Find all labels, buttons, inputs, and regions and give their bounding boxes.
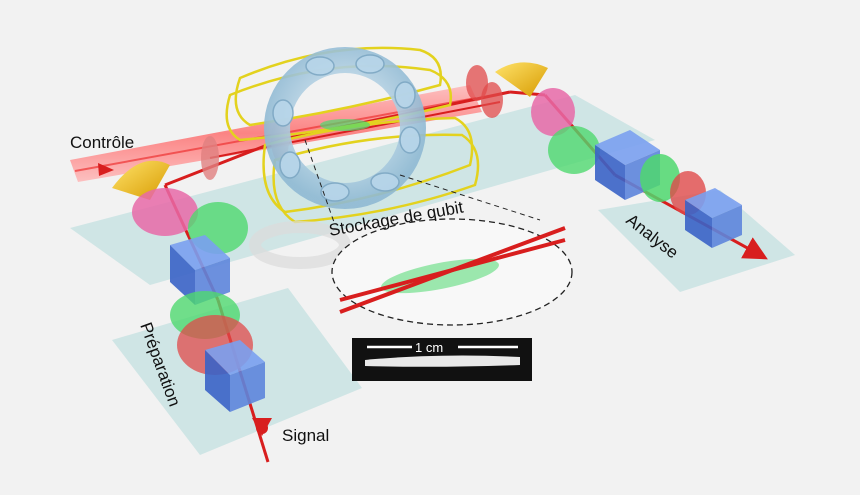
analysis-platform (598, 190, 795, 292)
scale-image: 1 cm (352, 338, 532, 381)
signal-source-icon (252, 418, 272, 436)
mirror-right (495, 62, 548, 97)
ring-windows (272, 54, 421, 202)
storage-cell (225, 46, 480, 269)
green-waveplate-right-mid (640, 154, 680, 202)
control-waveplate-1 (201, 136, 219, 180)
control-arrow-icon (98, 163, 114, 176)
label-signal: Signal (282, 426, 329, 445)
inset-zoom (304, 139, 573, 326)
pink-waveplate-left (132, 188, 198, 236)
label-control: Contrôle (70, 133, 134, 152)
scale-label: 1 cm (415, 340, 443, 355)
ring-shadow (249, 221, 351, 269)
analysis-optics (466, 62, 742, 248)
pink-waveplate-right (531, 88, 575, 136)
polarizing-cube-right-bottom (685, 188, 742, 248)
control-waveplate-4 (481, 82, 503, 118)
atomic-cloud (320, 119, 370, 131)
green-waveplate-right-top (548, 126, 600, 174)
preparation-optics (112, 160, 272, 436)
polarizing-cube-left-bottom (205, 340, 265, 412)
